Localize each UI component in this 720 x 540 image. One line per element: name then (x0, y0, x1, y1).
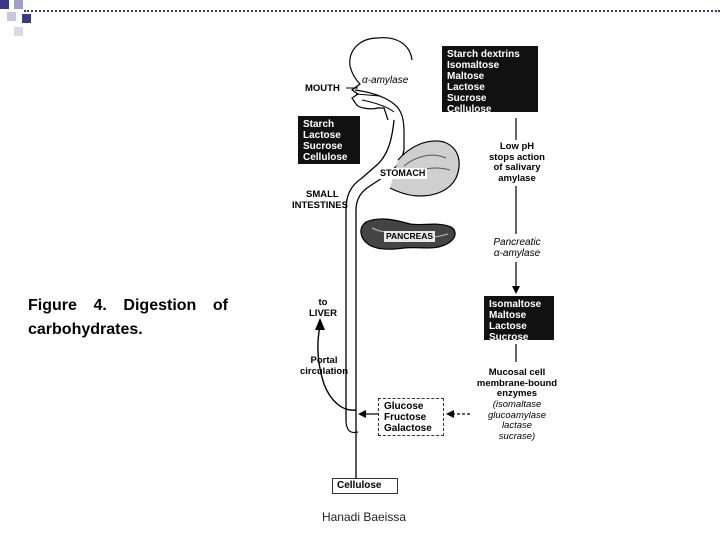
dietary-item: Starch (303, 119, 335, 130)
alpha-amylase-label: α-amylase (362, 75, 409, 86)
enzyme-line: (isomaltase (492, 399, 542, 410)
enzyme-line: glucoamylase (487, 409, 547, 421)
low-ph-line: stops action (489, 151, 545, 163)
pancreas-label: PANCREAS (384, 231, 436, 242)
product-item: Sucrose (447, 93, 487, 104)
product-item: Lactose (447, 82, 485, 93)
pancreatic-line: Pancreatic (493, 237, 541, 248)
mouth-label: MOUTH (305, 83, 340, 94)
small-intestines-line: INTESTINES (292, 199, 348, 211)
dietary-item: Cellulose (303, 152, 348, 163)
intestine-products-box: Isomaltose Maltose Lactose Sucrose (484, 296, 554, 343)
intestine-item: Maltose (489, 310, 527, 321)
intestine-item: Isomaltose (489, 299, 542, 310)
stomach-label: STOMACH (378, 168, 428, 179)
figure-caption: Figure 4. Digestion of carbohydrates. (28, 297, 228, 338)
product-item: Starch dextrins (447, 49, 520, 60)
cellulose-end-box: Cellulose (332, 478, 398, 494)
mucosal-enzyme-list: (isomaltase glucoamylase lactase sucrase… (462, 399, 572, 442)
product-item: Maltose (447, 71, 485, 82)
enzyme-line: sucrase) (498, 430, 536, 442)
slide-corner-squares (0, 0, 40, 40)
pancreatic-amylase-label: Pancreatic α-amylase (480, 237, 554, 259)
low-ph-line: amylase (498, 172, 536, 184)
low-ph-label: Low pH stops action of salivary amylase (476, 141, 558, 184)
low-ph-line: of salivary (493, 162, 541, 173)
to-liver-line: to (318, 297, 328, 308)
small-intestines-label: SMALL INTESTINES (292, 189, 348, 211)
mucosal-line: Mucosal cell (488, 367, 546, 378)
dietary-carbohydrates-box: Starch Lactose Sucrose Cellulose (298, 116, 360, 164)
mouth-products-box: Starch dextrins Isomaltose Maltose Lacto… (442, 46, 538, 115)
portal-line: Portal (310, 355, 338, 366)
portal-line: circulation (299, 365, 349, 377)
to-liver-label: to LIVER (302, 297, 344, 319)
slide-footer-author: Hanadi Baeissa (321, 510, 407, 524)
intestine-item: Lactose (489, 321, 527, 332)
monosaccharide-item: Glucose (384, 401, 424, 412)
mucosal-line: membrane-bound (476, 377, 558, 389)
product-item: Cellulose (447, 104, 492, 115)
monosaccharide-item: Galactose (384, 423, 432, 434)
enzyme-line: lactase (501, 420, 533, 431)
dietary-item: Sucrose (303, 141, 343, 152)
monosaccharide-item: Fructose (384, 412, 427, 423)
mucosal-enzymes-label: Mucosal cell membrane-bound enzymes (462, 367, 572, 400)
intestine-item: Sucrose (489, 332, 529, 343)
mucosal-line: enzymes (496, 388, 538, 399)
to-liver-line: LIVER (309, 307, 337, 319)
pancreatic-line: α-amylase (493, 247, 541, 259)
slide-top-divider (24, 10, 720, 12)
dietary-item: Lactose (303, 130, 341, 141)
product-item: Isomaltose (447, 60, 500, 71)
monosaccharides-box: Glucose Fructose Galactose (378, 398, 444, 436)
low-ph-line: Low pH (499, 141, 535, 152)
small-intestines-line: SMALL (306, 189, 339, 200)
portal-circulation-label: Portal circulation (292, 355, 356, 377)
